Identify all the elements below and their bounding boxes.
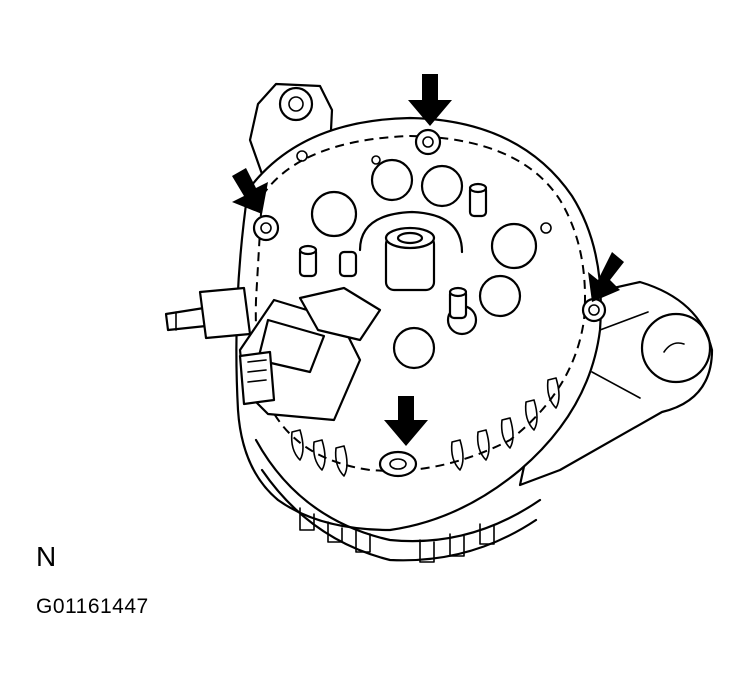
arrow-top-icon xyxy=(408,74,452,126)
arrow-left-icon xyxy=(232,168,268,214)
rectifier-plate xyxy=(296,150,552,370)
terminal-studs xyxy=(298,182,488,320)
bolt-left xyxy=(252,214,280,242)
regulator-connector xyxy=(238,286,382,422)
bolt-bottom xyxy=(378,450,418,478)
bolt-right xyxy=(581,297,607,323)
indicator-arrows xyxy=(232,74,624,446)
rotor-shaft xyxy=(358,210,464,292)
orientation-label: N xyxy=(36,541,57,572)
rear-cover xyxy=(254,134,586,472)
figure-code: G01161447 xyxy=(36,595,149,618)
output-terminal xyxy=(164,286,252,340)
arrow-right-icon xyxy=(588,252,624,302)
arrow-bottom-icon xyxy=(384,396,428,446)
cover-bolts xyxy=(252,128,607,478)
bolt-top xyxy=(414,128,442,156)
alternator-housing xyxy=(235,116,602,563)
